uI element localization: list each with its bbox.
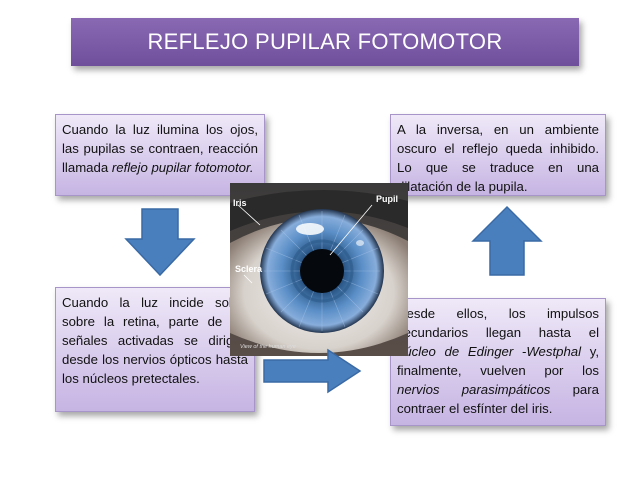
step-text-italic: núcleo de Edinger -Westphal [397,344,582,359]
eye-illustration: Iris Pupil Sclera View of the human eye [230,183,408,356]
iris-label: Iris [233,198,247,208]
step-text-italic: nervios parasimpáticos [397,382,551,397]
step-text: A la inversa, en un ambiente oscuro el r… [397,122,599,194]
arrow-down-icon [124,208,196,277]
step-box-retina: Cuando la luz incide sobre sobre la reti… [55,287,255,412]
step-text: Desde ellos, los impulsos secundarios ll… [397,306,599,340]
step-box-dark-dilation: A la inversa, en un ambiente oscuro el r… [390,114,606,196]
step-text: y, finalmente, vuelven por los [397,344,599,378]
page-title: REFLEJO PUPILAR FOTOMOTOR [147,29,503,54]
arrow-up-icon [471,205,543,276]
eye-image [230,183,408,356]
step-box-light-contraction: Cuando la luz ilumina los ojos, las pupi… [55,114,265,196]
pupil-label: Pupil [376,194,398,204]
arrow-right-icon [263,348,362,394]
step-text: para contraer el esfínter del iris. [397,382,599,416]
step-text: Cuando la luz incide sobre sobre la reti… [62,295,248,386]
step-box-parasympathetic: Desde ellos, los impulsos secundarios ll… [390,298,606,426]
eye-caption: View of the human eye [240,344,296,350]
sclera-label: Sclera [235,264,263,274]
step-text-italic: reflejo pupilar fotomotor. [111,160,254,175]
step-text: Cuando la luz ilumina los ojos, las pupi… [62,122,258,175]
title-banner: REFLEJO PUPILAR FOTOMOTOR [71,18,579,66]
